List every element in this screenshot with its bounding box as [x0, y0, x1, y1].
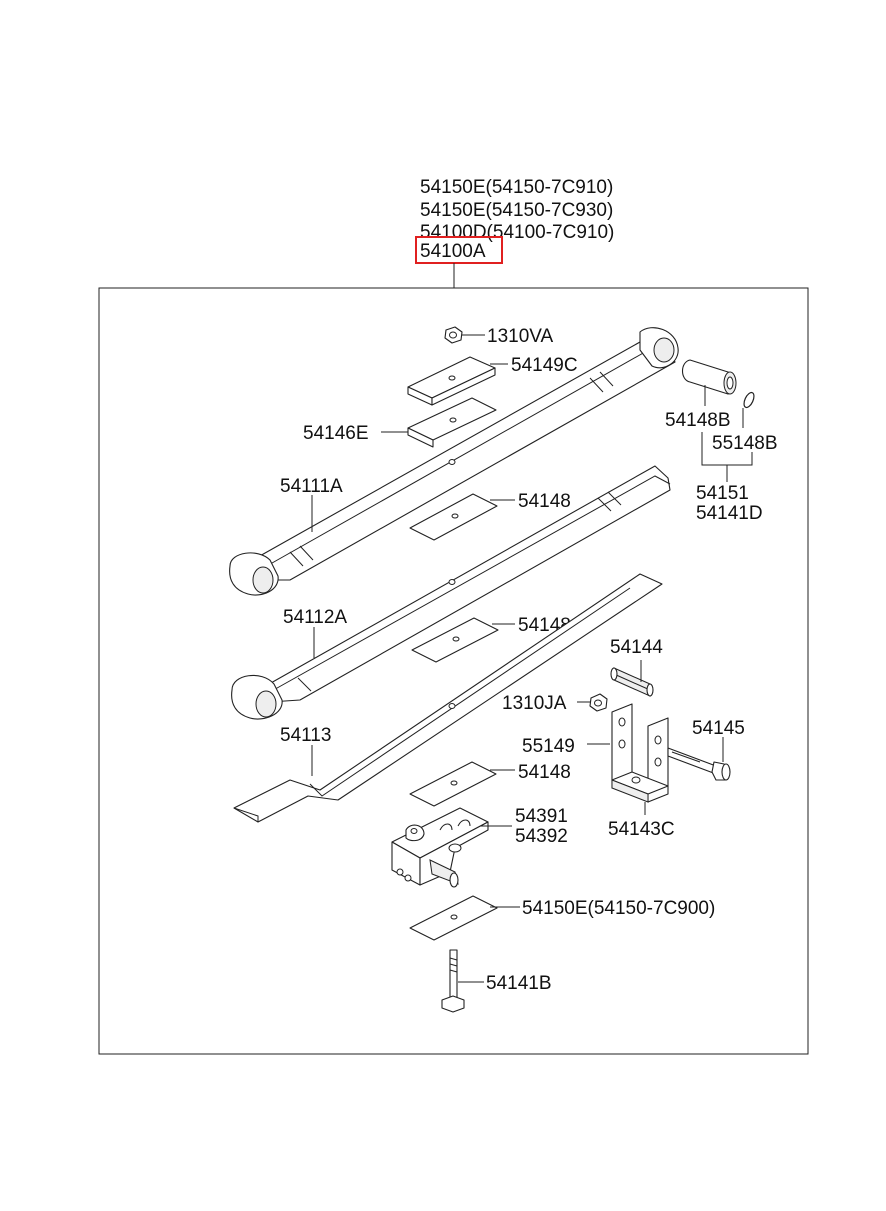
label-54148-3[interactable]: 54148: [518, 762, 571, 783]
label-54150e-bottom[interactable]: 54150E(54150-7C900): [522, 898, 715, 919]
label-54391[interactable]: 54391: [515, 806, 568, 827]
label-54392[interactable]: 54392: [515, 826, 568, 847]
pad-54150e-bottom[interactable]: [409, 895, 498, 941]
bushing-54148b[interactable]: [681, 359, 737, 395]
leaf-spring-second[interactable]: [231, 465, 671, 720]
leaf-spring-main[interactable]: [229, 327, 679, 596]
pad-54149c[interactable]: [407, 356, 496, 406]
shackle-54143c[interactable]: [611, 703, 669, 803]
assembly-label[interactable]: 54100A: [420, 241, 486, 262]
ref-label-3[interactable]: 54100D(54100-7C910): [420, 222, 614, 243]
spring-seat-54391[interactable]: [391, 807, 489, 888]
nut-1310ja[interactable]: [589, 693, 608, 712]
label-55149[interactable]: 55149: [522, 736, 575, 757]
label-1310va[interactable]: 1310VA: [487, 326, 554, 347]
label-54141d[interactable]: 54141D: [696, 503, 763, 524]
diagram-frame: [98, 287, 809, 1055]
label-54146e[interactable]: 54146E: [303, 423, 369, 444]
label-54113[interactable]: 54113: [280, 725, 331, 746]
shackle-pin-54144[interactable]: [610, 667, 654, 697]
center-bolt-54141b[interactable]: [441, 949, 465, 1013]
pad-54148-upper[interactable]: [409, 493, 498, 541]
pad-54148-middle[interactable]: [411, 617, 499, 663]
label-54148b[interactable]: 54148B: [665, 410, 731, 431]
ref-label-2[interactable]: 54150E(54150-7C930): [420, 200, 613, 221]
label-54145[interactable]: 54145: [692, 718, 745, 739]
label-54141b[interactable]: 54141B: [486, 973, 552, 994]
label-55148b[interactable]: 55148B: [712, 433, 778, 454]
ref-label-1[interactable]: 54150E(54150-7C910): [420, 177, 613, 198]
label-54149c[interactable]: 54149C: [511, 355, 578, 376]
nut-1310va[interactable]: [444, 326, 463, 344]
pad-54146e[interactable]: [407, 397, 497, 448]
leaf-spring-third[interactable]: [233, 573, 663, 823]
label-1310ja[interactable]: 1310JA: [502, 693, 567, 714]
ring-55148b[interactable]: [742, 391, 756, 409]
bolt-54145[interactable]: [667, 747, 731, 781]
label-54151[interactable]: 54151: [696, 483, 749, 504]
label-54112a[interactable]: 54112A: [283, 607, 347, 628]
label-54144[interactable]: 54144: [610, 637, 663, 658]
assembly-highlight: [415, 236, 503, 264]
label-54111a[interactable]: 54111A: [280, 476, 343, 497]
label-54143c[interactable]: 54143C: [608, 819, 675, 840]
pad-54148-lower[interactable]: [409, 761, 497, 807]
label-54148-1[interactable]: 54148: [518, 491, 571, 512]
